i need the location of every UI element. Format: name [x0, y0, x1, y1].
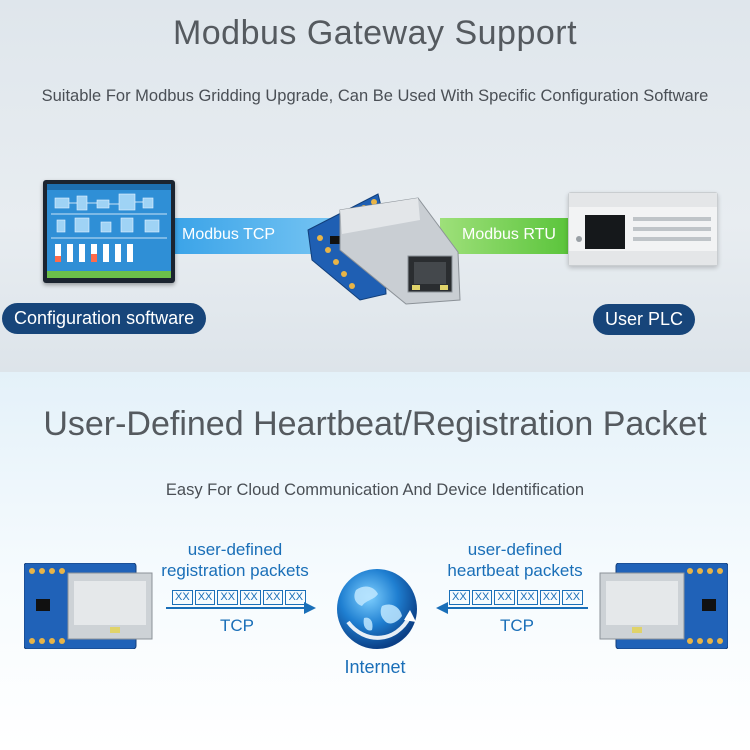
- heartbeat-panel: [0, 372, 750, 750]
- registration-caption: user-defined heartbeat packets registrat…: [161, 540, 309, 580]
- gateway-subtitle: Suitable For Modbus Gridding Upgrade, Ca…: [41, 87, 709, 105]
- ethernet-module-icon: [24, 563, 153, 649]
- monitor-icon: [43, 180, 175, 283]
- ethernet-module-icon: [599, 563, 728, 649]
- internet-label: Internet: [344, 657, 406, 677]
- right-arrow-line: [446, 607, 588, 609]
- right-tcp-label: TCP: [500, 616, 534, 635]
- rtu-label: Modbus RTU: [462, 226, 556, 243]
- ethernet-module-icon: [307, 193, 461, 305]
- user-plc-label: User PLC: [593, 304, 696, 335]
- left-arrow-line: [166, 607, 306, 609]
- heartbeat-caption: user-defined heartbeat packets: [447, 540, 583, 580]
- heartbeat-subtitle: Easy For Cloud Communication And Device …: [165, 481, 585, 499]
- right-arrow-head-icon: [304, 602, 316, 614]
- left-arrow-head-icon: [436, 602, 448, 614]
- tcp-label: Modbus TCP: [182, 226, 276, 243]
- config-software-label: Configuration software: [2, 303, 207, 334]
- globe-icon: [337, 569, 417, 649]
- plc-icon: [568, 192, 718, 266]
- rtu-band: [440, 218, 580, 254]
- heartbeat-title: User-Defined Heartbeat/Registration Pack…: [43, 405, 707, 443]
- gateway-title: Modbus Gateway Support: [172, 14, 578, 52]
- left-tcp-label: TCP: [220, 616, 254, 635]
